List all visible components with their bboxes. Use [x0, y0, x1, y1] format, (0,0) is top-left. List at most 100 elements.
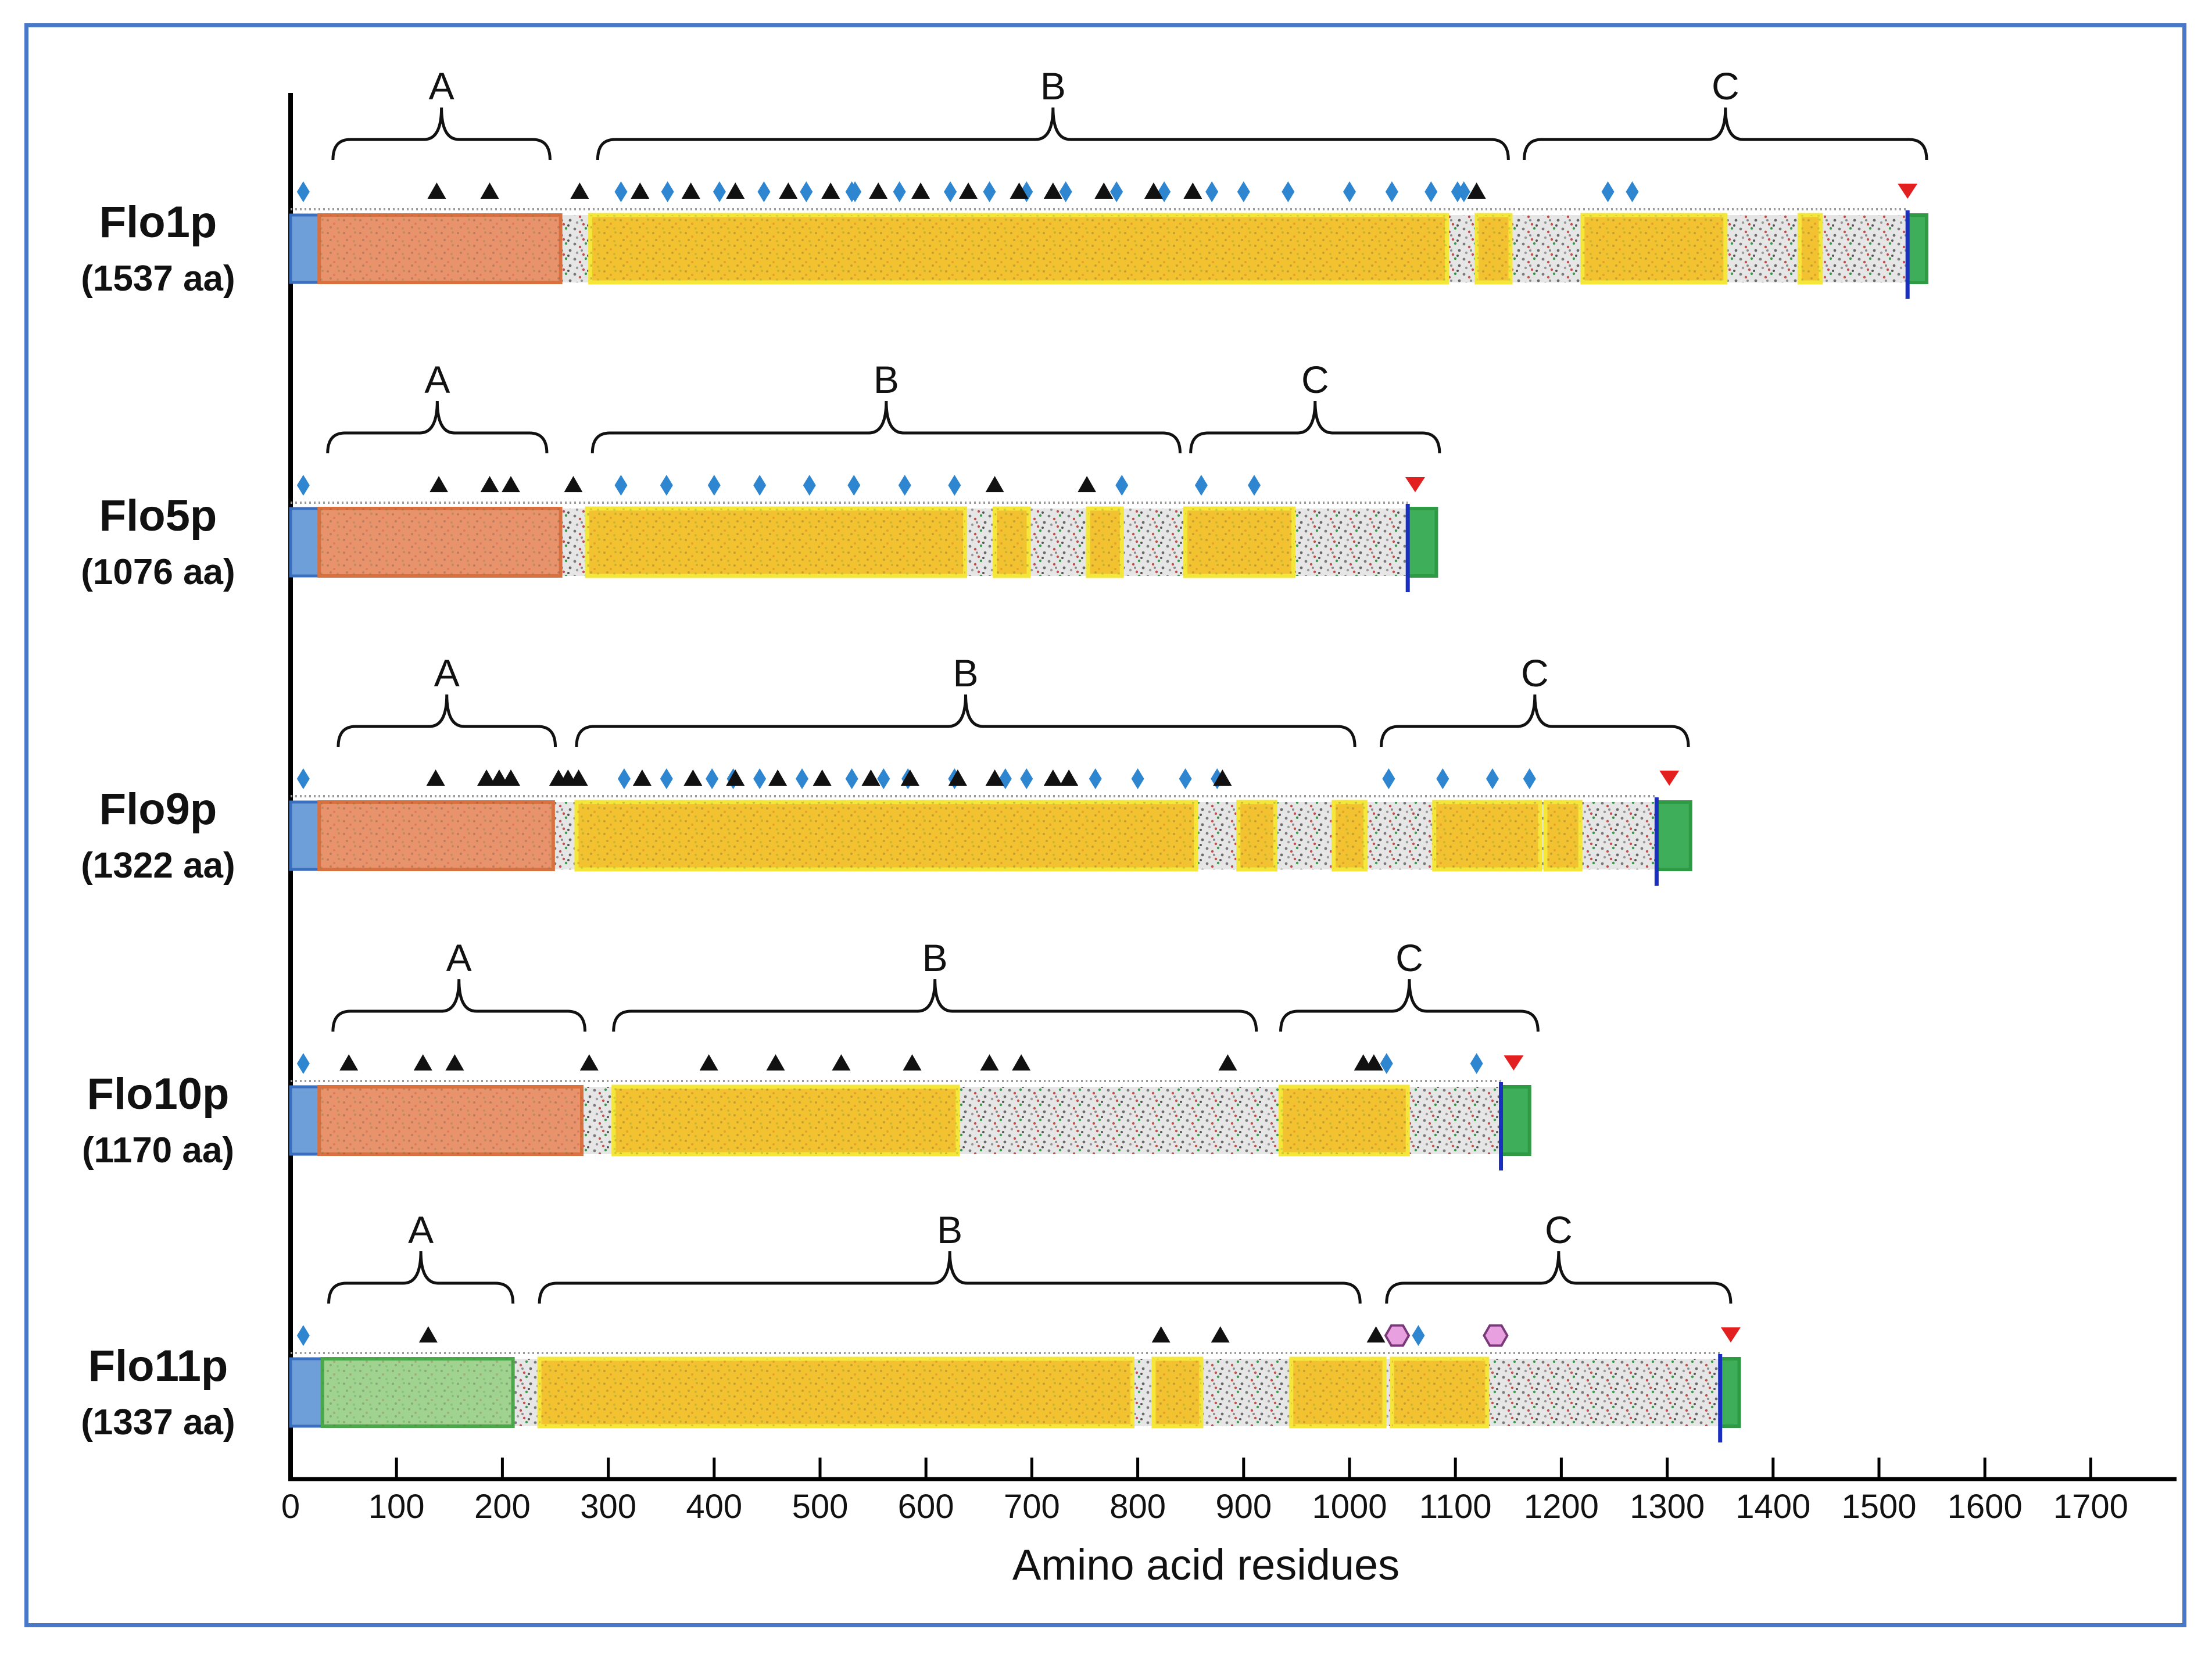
- glycosylation-diamond-marker: [1343, 181, 1356, 202]
- region-bracket-a: [331, 107, 552, 160]
- gpi-anchor: [1655, 800, 1692, 871]
- glycosylation-diamond-marker: [1158, 181, 1171, 202]
- signal-peptide: [289, 800, 321, 871]
- x-tick-label: 1000: [1312, 1488, 1387, 1526]
- triangle-marker: [1043, 769, 1062, 786]
- glycosylation-diamond-marker: [1412, 1325, 1425, 1346]
- triangle-marker: [861, 769, 880, 786]
- x-tick-label: 600: [898, 1488, 954, 1526]
- x-tick-label: 1300: [1630, 1488, 1705, 1526]
- region-label-b: B: [1040, 65, 1066, 108]
- region-label-a: A: [434, 651, 460, 694]
- hexagon-marker: [1483, 1324, 1509, 1347]
- signal-peptide: [289, 1085, 321, 1156]
- region-bracket-b: [590, 400, 1182, 454]
- glycosylation-diamond-marker: [614, 181, 628, 202]
- glycosylation-diamond-marker: [1457, 181, 1470, 202]
- triangle-marker: [768, 769, 788, 786]
- region-bracket-b: [612, 979, 1258, 1032]
- region-label-a: A: [429, 65, 454, 108]
- triangle-marker: [579, 1054, 599, 1071]
- triangle-marker: [980, 1054, 999, 1071]
- triangle-marker: [1211, 1326, 1230, 1342]
- glycosylation-diamond-marker: [803, 475, 816, 496]
- glycosylation-diamond-marker: [713, 181, 726, 202]
- repeat-block-texture: [1434, 802, 1540, 869]
- triangle-marker: [426, 769, 445, 786]
- region-label-c: C: [1395, 936, 1423, 979]
- glycosylation-diamond-marker: [1131, 768, 1144, 789]
- x-tick-label: 800: [1109, 1488, 1166, 1526]
- protein-length: (1337 aa): [81, 1402, 235, 1442]
- region-label-c: C: [1301, 358, 1329, 401]
- region-bracket-a: [326, 400, 549, 454]
- triangle-marker: [779, 182, 798, 199]
- glycosylation-diamond-marker: [1110, 181, 1123, 202]
- glycosylation-diamond-marker: [1523, 768, 1536, 789]
- repeat-block-texture: [1476, 215, 1511, 282]
- triangle-marker: [1151, 1326, 1171, 1342]
- glycosylation-diamond-marker: [1020, 768, 1033, 789]
- glycosylation-diamond-marker: [296, 1053, 310, 1074]
- glycosylation-diamond-marker: [1205, 181, 1219, 202]
- region-label-a: A: [408, 1208, 434, 1251]
- repeat-block-texture: [1291, 1359, 1385, 1426]
- triangle-marker: [1060, 769, 1079, 786]
- triangle-marker: [1218, 1054, 1237, 1071]
- triangle-marker: [1078, 476, 1097, 492]
- region-bracket-c: [1279, 979, 1540, 1032]
- triangle-marker: [501, 769, 520, 786]
- protein-name: Flo9p: [99, 785, 217, 834]
- repeat-block-texture: [1545, 802, 1581, 869]
- triangle-marker: [869, 182, 888, 199]
- triangle-marker: [726, 769, 745, 786]
- signal-peptide: [289, 1357, 324, 1428]
- gpi-anchor: [1406, 507, 1438, 578]
- cleavage-site-marker: [1720, 1327, 1741, 1342]
- repeat-block-texture: [576, 802, 1196, 869]
- triangle-marker: [339, 1054, 359, 1071]
- triangle-marker: [903, 1054, 922, 1071]
- x-tick-label: 200: [474, 1488, 531, 1526]
- region-bracket-c: [1385, 1251, 1733, 1304]
- region-label-b: B: [922, 936, 948, 979]
- glycosylation-diamond-marker: [753, 475, 767, 496]
- hexagon-marker: [1384, 1324, 1411, 1347]
- triangle-marker: [570, 182, 589, 199]
- glycosylation-diamond-marker: [707, 475, 721, 496]
- triangle-marker: [813, 769, 832, 786]
- triangle-marker: [413, 1054, 432, 1071]
- triangle-marker: [948, 769, 967, 786]
- glycosylation-diamond-marker: [1382, 768, 1395, 789]
- glycosylation-diamond-marker: [1436, 768, 1449, 789]
- x-tick-label: 1700: [2053, 1488, 2128, 1526]
- repeat-block-texture: [994, 509, 1029, 576]
- a-domain-texture: [319, 215, 561, 282]
- triangle-marker: [427, 182, 446, 199]
- x-tick-label: 1500: [1841, 1488, 1916, 1526]
- protein-length: (1537 aa): [81, 259, 235, 299]
- glycosylation-diamond-marker: [296, 181, 310, 202]
- region-bracket-b: [575, 694, 1356, 747]
- triangle-marker: [911, 182, 930, 199]
- glycosylation-diamond-marker: [877, 768, 890, 789]
- glycosylation-diamond-marker: [1089, 768, 1102, 789]
- glycosylation-diamond-marker: [753, 768, 767, 789]
- a-domain-texture: [319, 802, 553, 869]
- glycosylation-diamond-marker: [1424, 181, 1438, 202]
- x-tick-label: 1200: [1524, 1488, 1599, 1526]
- x-tick-label: 0: [281, 1488, 300, 1526]
- triangle-marker: [726, 182, 745, 199]
- glycosylation-diamond-marker: [617, 768, 631, 789]
- triangle-marker: [1213, 769, 1232, 786]
- triangle-marker: [477, 769, 496, 786]
- glycosylation-diamond-marker: [800, 181, 813, 202]
- glycosylation-diamond-marker: [1385, 181, 1398, 202]
- x-tick-label: 1100: [1419, 1488, 1492, 1526]
- glycosylation-diamond-marker: [1626, 181, 1639, 202]
- triangle-marker: [1094, 182, 1114, 199]
- triangle-marker: [569, 769, 588, 786]
